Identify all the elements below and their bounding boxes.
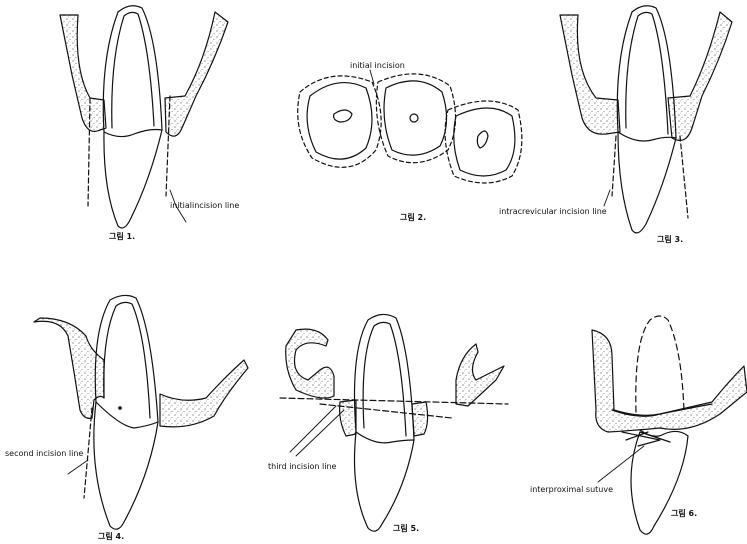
fig3-cej <box>618 132 676 141</box>
figure-5 <box>280 314 508 531</box>
fig1-root <box>104 130 162 228</box>
fig6-suture-label: interproximal sutuve <box>530 485 613 494</box>
fig4-caption: 그림 4. <box>98 532 124 541</box>
figure-4 <box>34 295 248 529</box>
fig5-root <box>355 432 415 531</box>
figure-1 <box>60 6 228 228</box>
fig5-leader-1 <box>290 406 336 452</box>
fig1-caption: 그림 1. <box>109 232 135 241</box>
fig4-leader <box>68 460 88 474</box>
fig2-tooth-middle <box>384 81 447 155</box>
fig4-gingiva-right <box>160 360 248 427</box>
figure-2 <box>298 70 522 183</box>
fig1-gingiva-left <box>60 15 106 132</box>
fig2-canal-right <box>477 131 488 148</box>
fig5-caption: 그림 5. <box>393 524 419 533</box>
fig6-root <box>631 432 688 534</box>
figure-6 <box>592 316 747 534</box>
fig3-incision-right <box>680 136 688 218</box>
fig1-cej <box>104 130 162 137</box>
fig4-dot <box>119 407 121 409</box>
fig5-incision-label: third incision line <box>268 462 336 471</box>
fig3-gingiva-right <box>668 12 732 140</box>
fig3-incision-label: intracrevicular incision line <box>499 207 607 216</box>
figure-3 <box>560 6 732 233</box>
fig4-gingiva-left <box>34 318 104 418</box>
fig6-contact <box>640 430 688 436</box>
fig5-gingiva-mid-left <box>340 400 356 436</box>
fig1-gingiva-right <box>165 12 228 136</box>
fig2-canal-left <box>334 110 352 122</box>
fig5-crown-inner <box>363 322 406 436</box>
fig4-crown-inner <box>104 302 150 418</box>
fig2-canal-middle <box>410 114 418 122</box>
fig6-gingiva <box>592 330 747 432</box>
fig5-gingiva-left <box>286 329 334 398</box>
fig6-leader <box>598 446 644 482</box>
fig3-incision-left <box>612 136 616 196</box>
fig4-incision-label: second incision line <box>5 449 83 458</box>
fig6-caption: 그림 6. <box>671 509 697 518</box>
fig5-gingiva-mid-right <box>412 402 428 436</box>
fig2-tooth-right <box>454 108 515 176</box>
fig3-leader <box>604 190 610 206</box>
fig5-gingiva-right <box>456 344 504 406</box>
fig3-crown-inner <box>626 12 668 134</box>
fig3-gingiva-left <box>560 15 620 134</box>
fig3-caption: 그림 3. <box>657 235 683 244</box>
fig1-incision-label: initialincision line <box>170 201 239 210</box>
fig4-incision <box>84 408 92 498</box>
fig3-root <box>618 132 676 233</box>
fig2-caption: 그림 2. <box>400 213 426 222</box>
fig2-dash-right <box>445 101 522 183</box>
fig4-cej <box>96 402 158 428</box>
fig1-crown-inner <box>112 12 154 128</box>
fig5-leader-2 <box>296 410 344 456</box>
fig2-incision-label: initial incision <box>350 61 405 70</box>
fig4-root <box>94 402 158 529</box>
fig6-crown-ghost <box>636 316 684 412</box>
fig2-tooth-left <box>307 83 372 160</box>
